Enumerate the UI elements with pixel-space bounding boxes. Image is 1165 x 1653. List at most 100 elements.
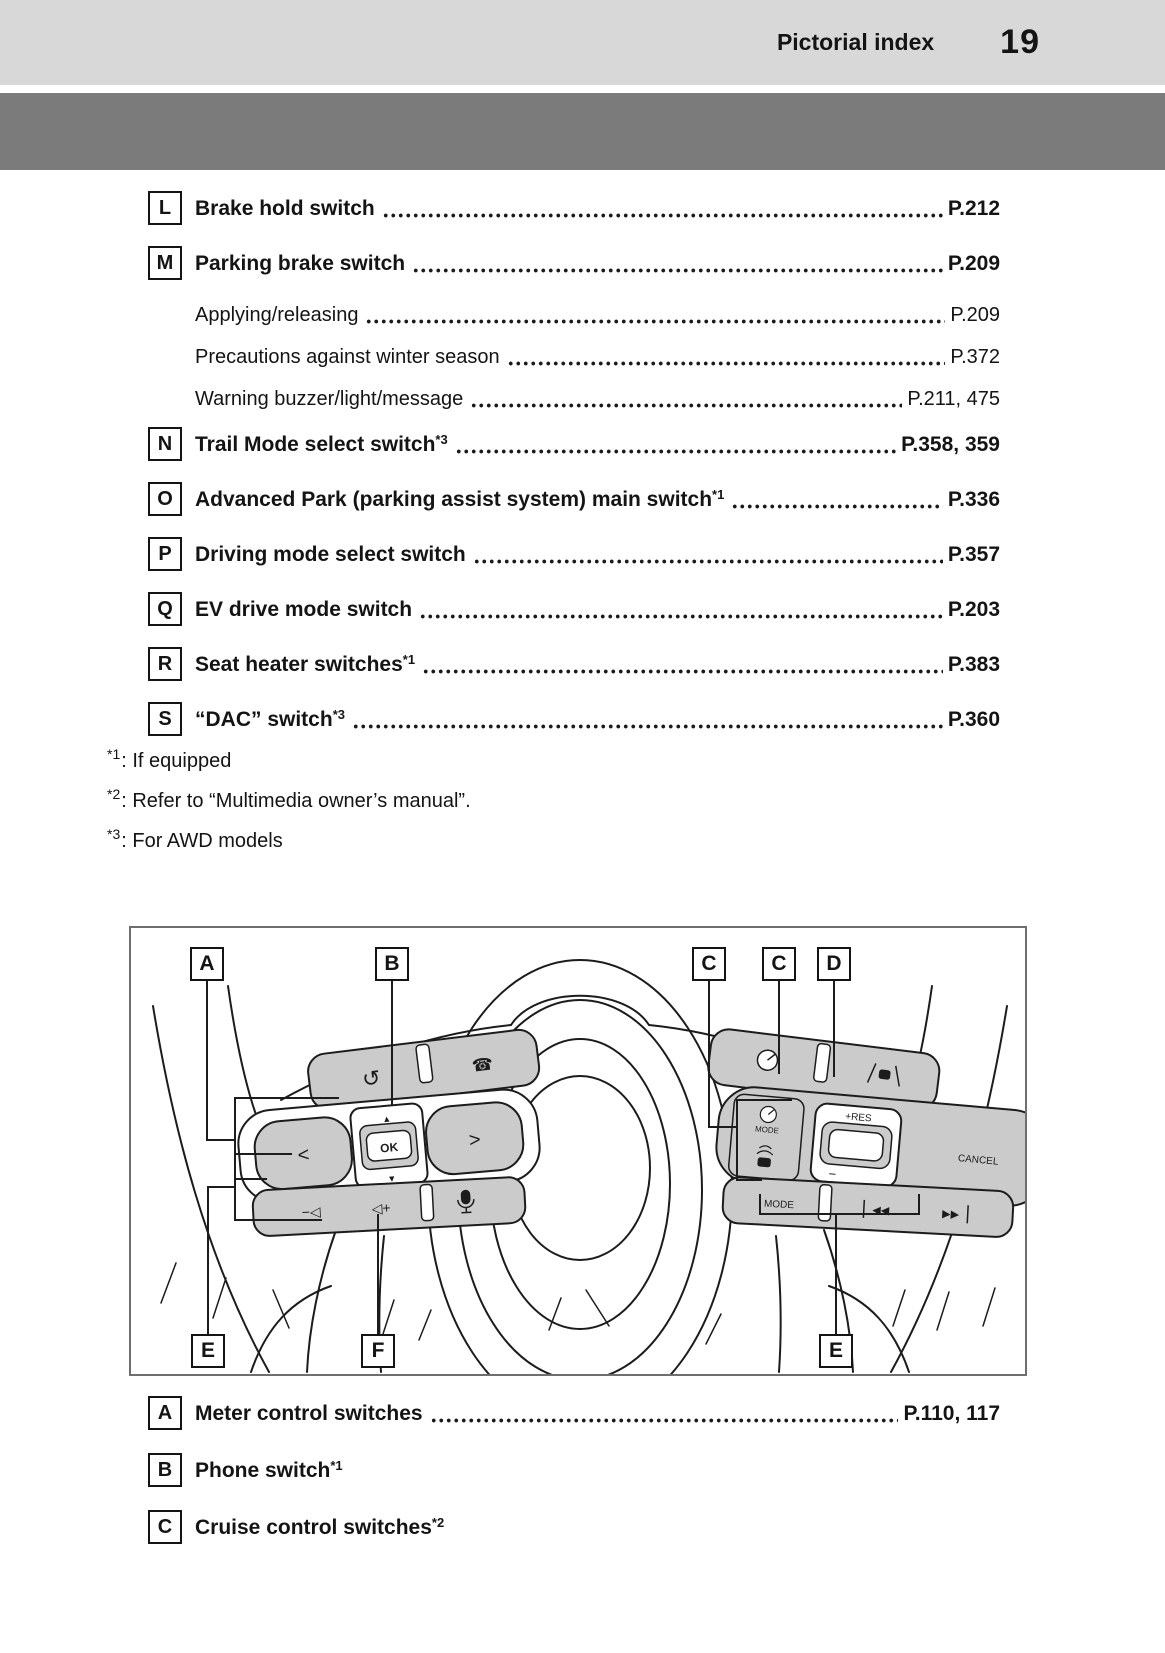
footnote-3: *3: For AWD models [107,822,1045,860]
seek-forward-bar [966,1205,969,1224]
diagram-legend-list: A Meter control switches P.110, 117 B Ph… [148,1395,1000,1566]
ok-label: OK [380,1140,399,1156]
callout-bracket-right-upper [736,1099,792,1181]
cruise-mode-label: MODE [755,1124,780,1135]
speedometer-icon [756,1049,779,1071]
letter: R [157,652,173,675]
page-ref: P.209 [947,251,1000,275]
volume-up-icon: ◁+ [371,1200,391,1217]
callout-line-C1 [708,981,737,1128]
letter: A [157,1401,173,1424]
volume-down-icon: −◁ [301,1203,321,1220]
footnote-text: : Refer to “Multimedia owner’s manual”. [121,789,471,812]
index-row-L: L Brake hold switch P.212 [148,190,1000,226]
footnote-ref: *1 [712,486,725,502]
column-shroud-top [510,994,650,1026]
letter-badge: P [148,537,182,571]
letter-badge: C [148,1510,182,1544]
seek-back-icon: ◀◀ [872,1204,890,1217]
letter: N [157,432,173,455]
footnote-text: : For AWD models [121,829,283,852]
index-row-S: S “DAC” switch*3 P.360 [148,701,1000,737]
entry-label: Meter control switches [195,1401,423,1425]
back-icon: ↺ [361,1065,382,1092]
res-label: +RES [845,1111,873,1124]
page-ref: P.212 [947,196,1000,220]
entry-label: Brake hold switch [195,196,375,220]
entry-label: EV drive mode switch [195,597,413,621]
entry-label: Driving mode select switch [195,542,466,566]
letter: Q [157,597,173,620]
callout-bracket-left-upper [234,1097,339,1180]
legend-row-B: B Phone switch*1 [148,1452,1000,1488]
letter-badge: A [148,1396,182,1430]
footnote-marker: *3 [107,826,121,842]
up-arrow-icon: ▲ [382,1113,392,1124]
footnote-2: *2: Refer to “Multimedia owner’s manual”… [107,782,1045,820]
letter-badge: B [148,1453,182,1487]
entry-label: Applying/releasing [195,303,359,326]
entry-label: Seat heater switches*1 [195,651,416,676]
steering-wheel-artwork: ↺ ☎ < > ▲ ▼ OK −◁ ◁+ [152,959,1025,1374]
page-ref: P.336 [947,487,1000,511]
ok-button [365,1129,413,1162]
letter-badge: N [148,427,182,461]
diagram-label-E-left: E [191,1334,225,1368]
letter: M [156,251,174,274]
letter: P [158,542,172,565]
dotted-leader [365,318,946,324]
footnote-ref: *1 [402,651,416,667]
rim-left-outer [152,1005,270,1373]
entry-label: Phone switch*1 [195,1457,343,1482]
left-bottom-button-row [251,1176,527,1237]
grip-right-lower [828,1285,910,1373]
header-title: Pictorial index [776,29,935,55]
letter: S [158,707,172,730]
lane-keep-icon [866,1063,900,1087]
hatch-strokes [160,1262,996,1345]
index-row-R: R Seat heater switches*1 P.383 [148,646,1000,682]
entry-label: Precautions against winter season [195,345,500,368]
dotted-leader [419,613,943,619]
index-row-P: P Driving mode select switch P.357 [148,536,1000,572]
page-ref: P.360 [947,707,1000,731]
dotted-leader [470,402,903,408]
entry-label: “DAC” switch*3 [195,706,345,731]
diagram-label-B: B [375,947,409,981]
pictorial-index-list: L Brake hold switch P.212 M Parking brak… [148,190,1000,756]
page-ref: P.372 [950,345,1000,368]
spoke-right-inner [775,1235,782,1373]
page-ref: P.358, 359 [901,432,1000,456]
callout-line-E-left [207,1186,235,1334]
callout-lines [206,981,920,1334]
entry-label: Trail Mode select switch*3 [195,431,448,456]
button-divider-slot [812,1042,832,1083]
audio-mode-label: MODE [764,1199,795,1212]
footnote-ref: *2 [431,1514,445,1530]
dotted-leader [351,723,943,729]
page-ref: P.357 [947,542,1000,566]
letter: O [157,487,173,510]
dotted-leader [422,668,943,674]
button-divider-slot [419,1183,435,1222]
page-ref: P.110, 117 [903,1401,1000,1425]
index-subrow: Warning buzzer/light/message P.211, 475 [148,384,1000,414]
entry-label: Advanced Park (parking assist system) ma… [195,486,725,511]
dotted-leader [412,267,943,273]
diagram-label-A: A [190,947,224,981]
index-row-O: O Advanced Park (parking assist system) … [148,481,1000,517]
cancel-label: CANCEL [957,1153,999,1168]
dotted-leader [454,448,897,454]
entry-label: Cruise control switches*2 [195,1514,445,1539]
dotted-leader [472,558,943,564]
callout-bracket-right-lower [759,1194,920,1215]
letter-badge: R [148,647,182,681]
index-row-N: N Trail Mode select switch*3 P.358, 359 [148,426,1000,462]
page-number: 19 [1000,23,1040,61]
minus-label: − [828,1166,837,1182]
entry-label: Parking brake switch [195,251,406,275]
callout-bracket-left-lower [234,1153,322,1221]
letter: L [158,196,172,219]
legend-row-A: A Meter control switches P.110, 117 [148,1395,1000,1431]
dotted-leader [731,503,943,509]
